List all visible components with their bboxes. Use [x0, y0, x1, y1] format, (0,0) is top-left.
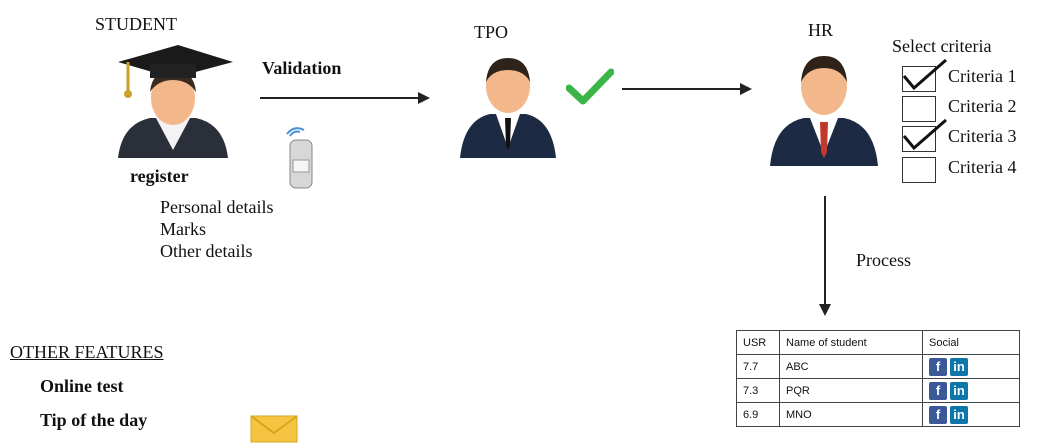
detail-item: Personal details: [160, 197, 274, 217]
student-title: STUDENT: [95, 14, 177, 34]
register-label: register: [130, 166, 189, 186]
graduate-student-icon: [118, 45, 233, 158]
column-header: USR: [736, 330, 780, 355]
checkmark-icon: [902, 58, 947, 91]
checkmark-icon: [902, 118, 947, 151]
select-criteria-heading: Select criteria: [892, 36, 992, 56]
linkedin-icon[interactable]: in: [950, 357, 968, 376]
facebook-icon[interactable]: f: [929, 357, 947, 376]
criteria-3-checkbox[interactable]: [902, 126, 936, 152]
table-header-row: USR Name of student Social: [736, 330, 1020, 355]
tpo-person-icon: [460, 58, 556, 158]
name-cell: PQR: [779, 378, 923, 403]
linkedin-icon[interactable]: in: [950, 381, 968, 400]
facebook-icon[interactable]: f: [929, 381, 947, 400]
checkmark-icon: [566, 68, 614, 105]
validation-arrow: [260, 92, 430, 104]
feature-online-test[interactable]: Online test: [40, 376, 124, 396]
process-arrow: [819, 196, 831, 316]
usr-cell: 7.7: [736, 354, 780, 379]
envelope-icon: [250, 415, 298, 443]
feature-tip-of-the-day[interactable]: Tip of the day: [40, 410, 148, 430]
detail-item: Other details: [160, 241, 253, 261]
criteria-1-checkbox[interactable]: [902, 66, 936, 92]
detail-item: Marks: [160, 219, 206, 239]
name-cell: ABC: [779, 354, 923, 379]
column-header: Social: [922, 330, 1020, 355]
criteria-1-label: Criteria 1: [948, 66, 1017, 86]
usr-cell: 6.9: [736, 402, 780, 427]
facebook-icon[interactable]: f: [929, 405, 947, 424]
criteria-2-label: Criteria 2: [948, 96, 1017, 116]
criteria-4-label: Criteria 4: [948, 157, 1017, 177]
process-label: Process: [856, 250, 911, 270]
student-details-list: Personal details Marks Other details: [160, 196, 273, 262]
mobile-phone-icon: [286, 127, 313, 189]
approval-arrow: [622, 83, 752, 95]
column-header: Name of student: [779, 330, 923, 355]
hr-person-icon: [770, 56, 878, 166]
criteria-2-checkbox[interactable]: [902, 96, 936, 122]
criteria-3-label: Criteria 3: [948, 126, 1017, 146]
tpo-title: TPO: [474, 22, 509, 42]
linkedin-icon[interactable]: in: [950, 405, 968, 424]
usr-cell: 7.3: [736, 378, 780, 403]
criteria-4-checkbox[interactable]: [902, 157, 936, 183]
name-cell: MNO: [779, 402, 923, 427]
other-features-heading: OTHER FEATURES: [10, 342, 164, 362]
validation-label: Validation: [262, 58, 342, 78]
hr-title: HR: [808, 20, 834, 40]
